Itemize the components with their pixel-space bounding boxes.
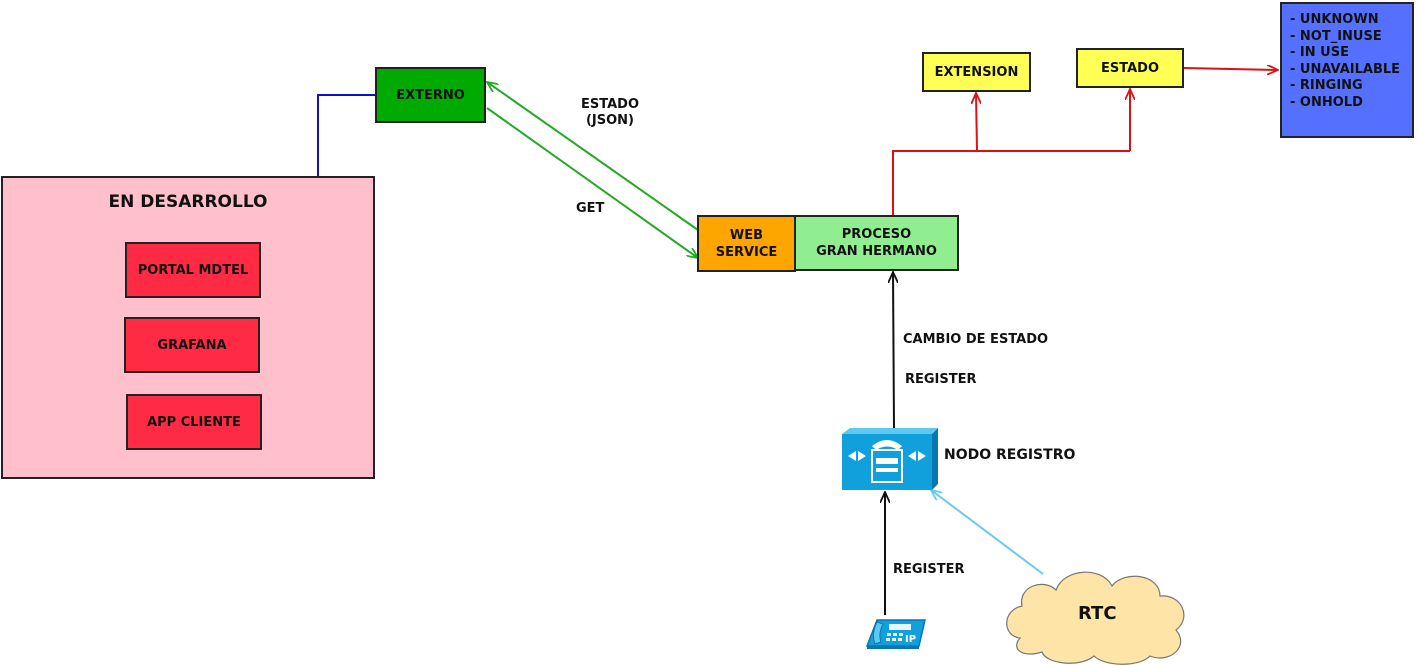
state-item: - IN USE xyxy=(1290,45,1349,61)
edge-label-cambio-estado: CAMBIO DE ESTADO xyxy=(903,332,1049,347)
edge-label-get: GET xyxy=(576,201,605,216)
app-cliente-node[interactable]: APP CLIENTE xyxy=(126,394,262,450)
edge-label-estado-json: ESTADO (JSON) xyxy=(580,97,639,128)
nodo-registro-icon[interactable] xyxy=(842,428,938,492)
state-item: - ONHOLD xyxy=(1290,94,1363,110)
rtc-label: RTC xyxy=(1078,603,1117,624)
extension-node[interactable]: EXTENSION xyxy=(922,52,1031,92)
nodo-registro-label: NODO REGISTRO xyxy=(944,447,1076,463)
states-list-node[interactable]: - UNKNOWN - NOT_INUSE - IN USE - UNAVAIL… xyxy=(1280,2,1414,138)
portal-mdtel-node[interactable]: PORTAL MDTEL xyxy=(125,242,261,298)
state-item: - UNKNOWN xyxy=(1290,12,1379,27)
proceso-outputs-connector xyxy=(892,68,1278,216)
ip-phone-icon[interactable]: IP xyxy=(863,614,927,650)
edge-label-register-top: REGISTER xyxy=(905,372,977,387)
rtc-cloud[interactable] xyxy=(1000,560,1190,665)
edge-label-register-bottom: REGISTER xyxy=(893,562,965,577)
register-connectors xyxy=(885,272,894,615)
proceso-gran-hermano-node[interactable]: PROCESO GRAN HERMANO xyxy=(794,215,959,271)
state-item: - NOT_INUSE xyxy=(1290,28,1382,44)
estado-node[interactable]: ESTADO xyxy=(1076,48,1184,88)
state-item: - UNAVAILABLE xyxy=(1290,61,1401,77)
grafana-node[interactable]: GRAFANA xyxy=(124,317,260,373)
dev-area-title: EN DESARROLLO xyxy=(108,192,268,212)
ip-phone-badge: IP xyxy=(905,634,916,645)
rtc-connector xyxy=(931,490,1044,575)
externo-node[interactable]: EXTERNO xyxy=(375,67,486,123)
state-item: - RINGING xyxy=(1290,78,1363,94)
web-service-node[interactable]: WEB SERVICE xyxy=(697,215,796,272)
externo-webservice-connector xyxy=(487,82,698,258)
